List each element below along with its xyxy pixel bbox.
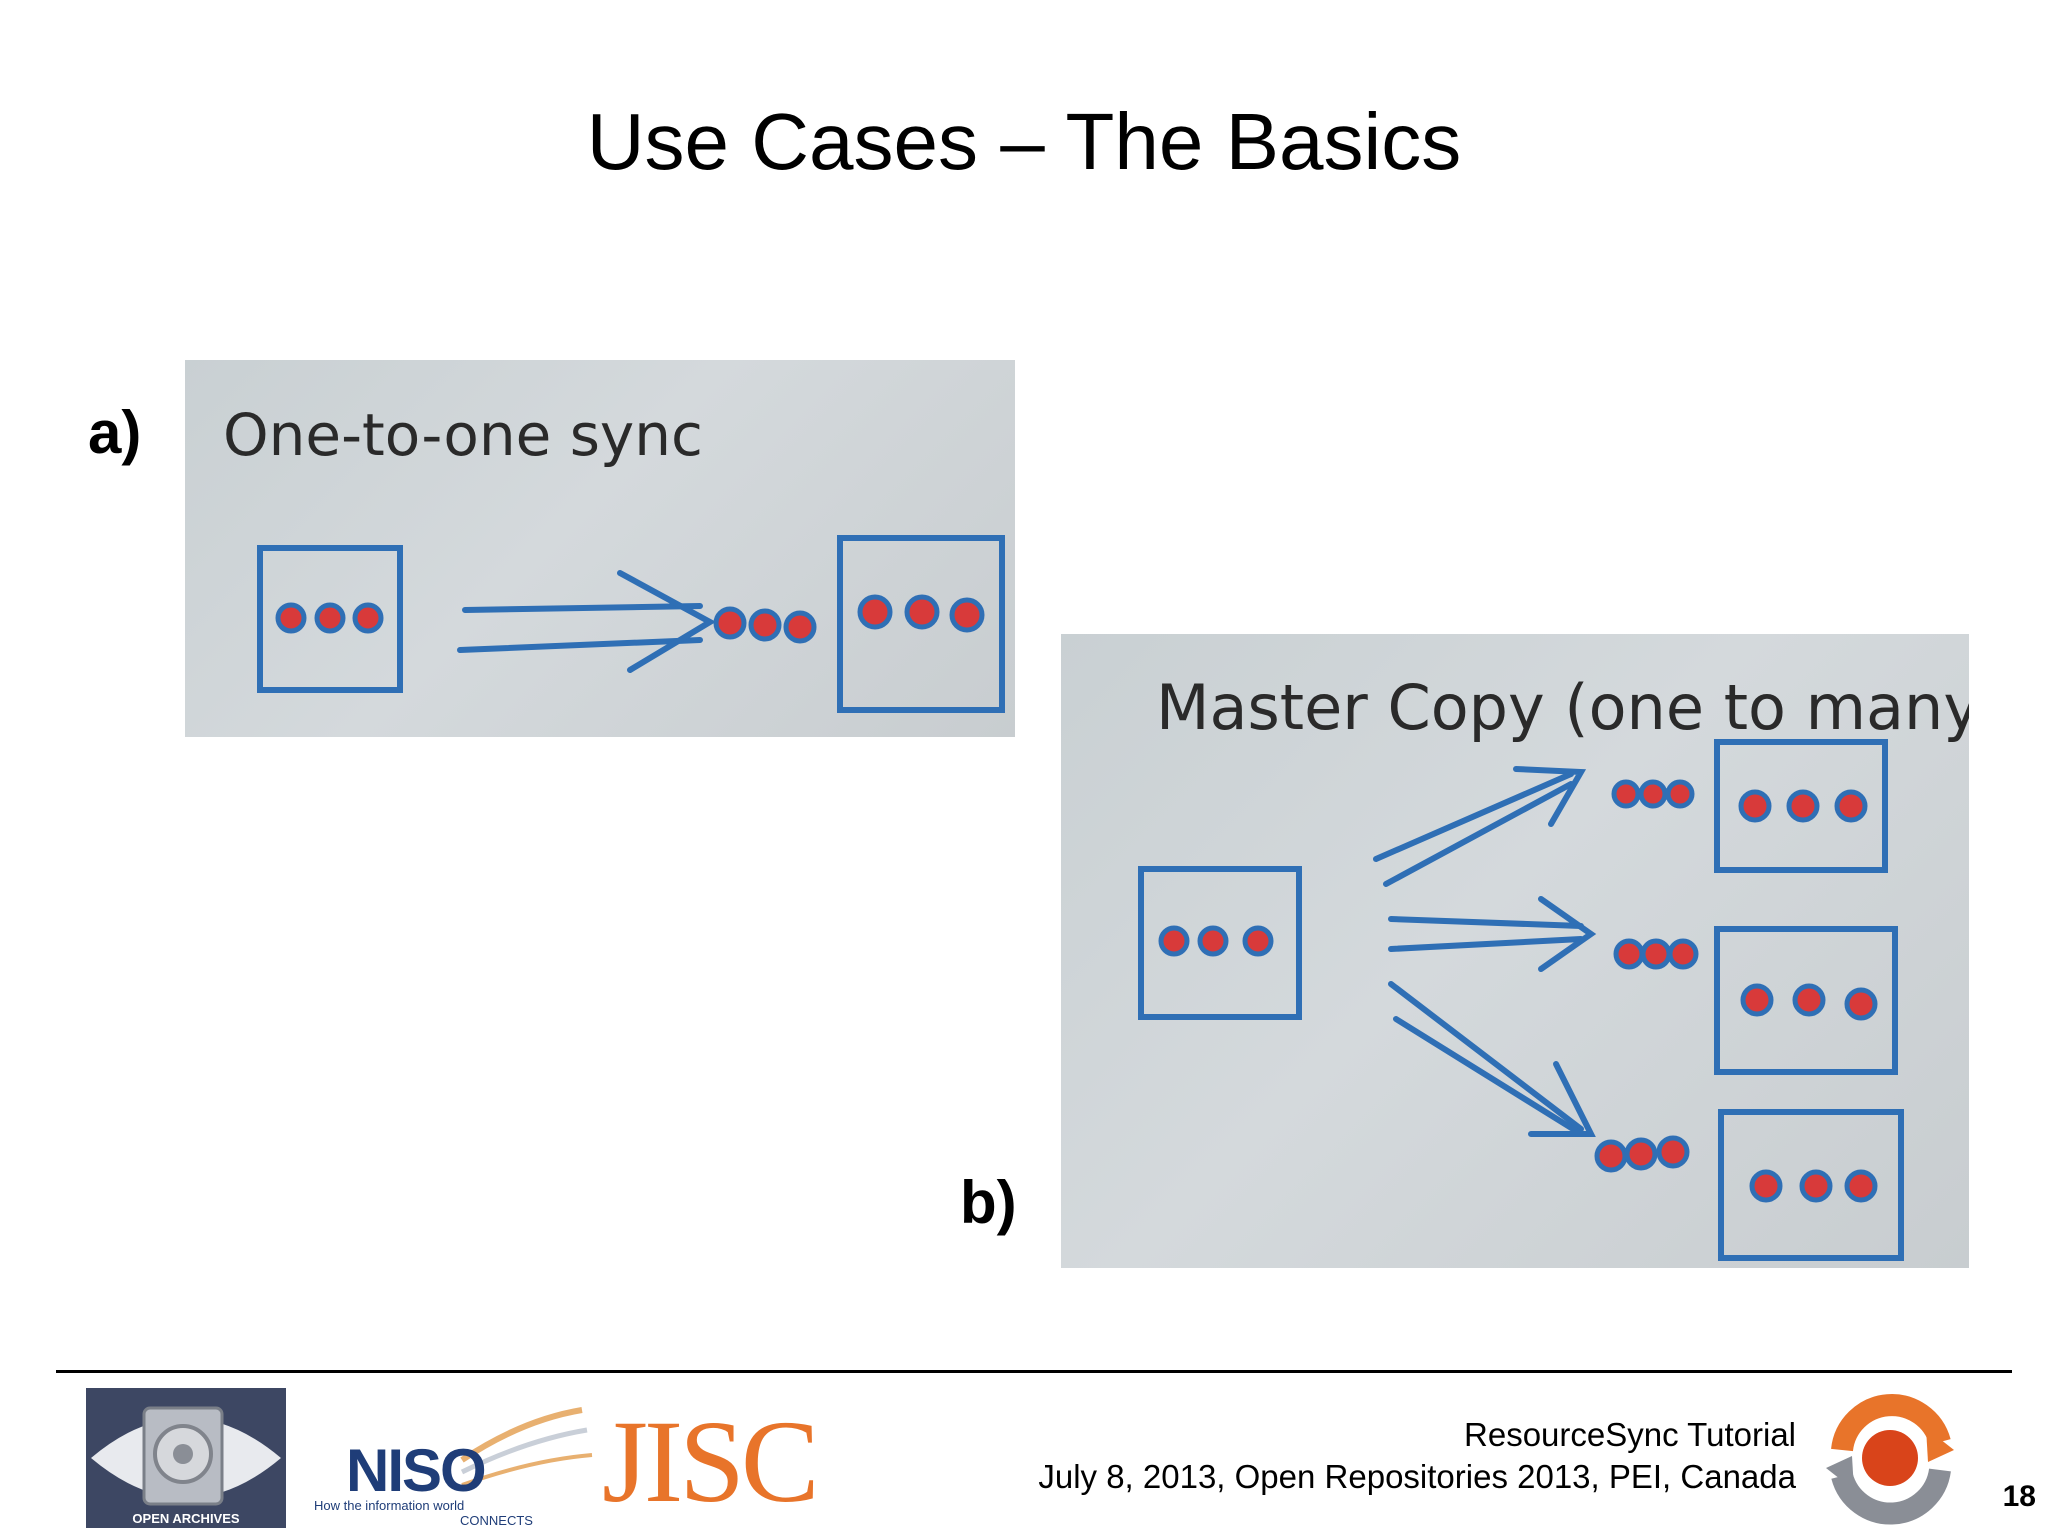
replica-resources [1738, 789, 1878, 1203]
niso-swoosh-icon [460, 1407, 593, 1487]
niso-logo-text: NISO [346, 1437, 487, 1504]
niso-tagline-connects: CONNECTS [460, 1513, 533, 1528]
master-box [1138, 866, 1302, 1020]
jisc-logo-text: JISC [602, 1396, 820, 1527]
master-resources [1158, 925, 1274, 957]
destination-resources [857, 594, 985, 633]
destination-box [837, 535, 1005, 713]
panel-a-label: a) [88, 399, 142, 466]
transferred-resources [713, 606, 817, 644]
footer-line-2: July 8, 2013, Open Repositories 2013, PE… [1038, 1458, 1796, 1495]
sync-arrow [457, 570, 717, 673]
oai-logo: OPEN ARCHIVES [86, 1388, 286, 1528]
one-to-one-sketch: One-to-one sync [223, 401, 1005, 713]
replica-box-2 [1714, 926, 1898, 1075]
footer-line-1: ResourceSync Tutorial [1464, 1416, 1796, 1453]
slide-number: 18 [2002, 1480, 2036, 1513]
source-box [257, 545, 403, 693]
replica-box-1 [1714, 739, 1888, 873]
resourcesync-sync-icon [1826, 1394, 1954, 1525]
niso-tagline: How the information world [314, 1498, 465, 1513]
slide-title: Use Cases – The Basics [586, 97, 1462, 186]
one-to-many-sketch: Master Copy (one to many) [1138, 671, 1969, 1261]
in-transit-resources [1594, 779, 1699, 1173]
oai-eye-icon [86, 1406, 286, 1528]
panel-b-label: b) [960, 1169, 1017, 1236]
replica-box-3 [1718, 1109, 1904, 1261]
panel-a-photo: One-to-one sync [185, 360, 1015, 737]
panel-b-photo: Master Copy (one to many) [1061, 634, 1969, 1268]
footer-divider [56, 1370, 2012, 1373]
source-resources [275, 602, 384, 634]
niso-jisc-logos: NISO How the information world CONNECTS … [312, 1396, 820, 1530]
panel-a-caption: One-to-one sync [223, 401, 703, 469]
distribution-arrows [1373, 766, 1597, 1137]
panel-b-caption: Master Copy (one to many) [1156, 671, 1969, 744]
oai-logo-text: OPEN ARCHIVES [132, 1511, 240, 1526]
resourcesync-logo [1822, 1390, 1958, 1526]
